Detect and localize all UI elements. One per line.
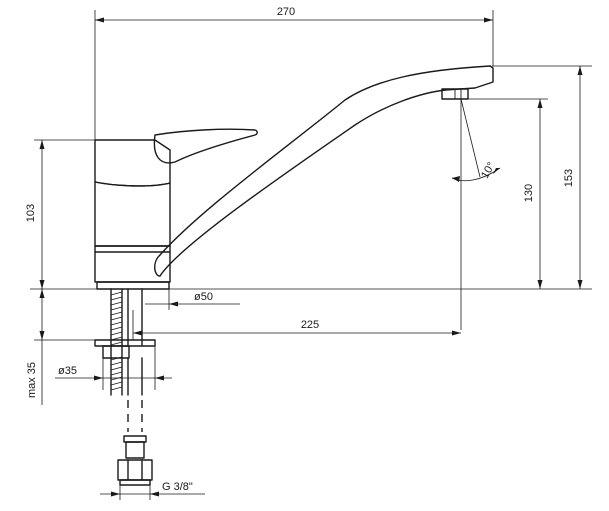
- label-base-diameter: ø50: [194, 291, 213, 303]
- label-hole-diameter: ø35: [58, 365, 77, 377]
- faucet-body: [94, 128, 258, 290]
- label-max-thickness: max 35: [26, 362, 38, 398]
- label-thread: G 3/8": [162, 481, 193, 493]
- dim-thread: G 3/8": [100, 481, 205, 500]
- label-spout-height: 130: [523, 184, 535, 202]
- dim-overall-length: 270: [94, 6, 494, 140]
- dim-max-thickness: max 35: [26, 289, 95, 405]
- label-reach: 225: [301, 319, 319, 331]
- dim-hole-diameter: ø35: [55, 346, 172, 390]
- dim-total-height: 153: [492, 65, 592, 289]
- dim-body-height: 103: [25, 139, 95, 289]
- label-body-height: 103: [25, 204, 37, 222]
- dim-reach: 225: [132, 310, 461, 340]
- faucet-spout: [154, 65, 494, 277]
- label-total-height: 153: [563, 169, 575, 187]
- dim-base-diameter: ø50: [145, 289, 240, 310]
- dim-spout-height: 130: [462, 98, 548, 289]
- dim-spout-angle: 10°: [451, 98, 501, 330]
- label-overall-length: 270: [277, 6, 295, 18]
- mounting-assembly: [94, 288, 156, 486]
